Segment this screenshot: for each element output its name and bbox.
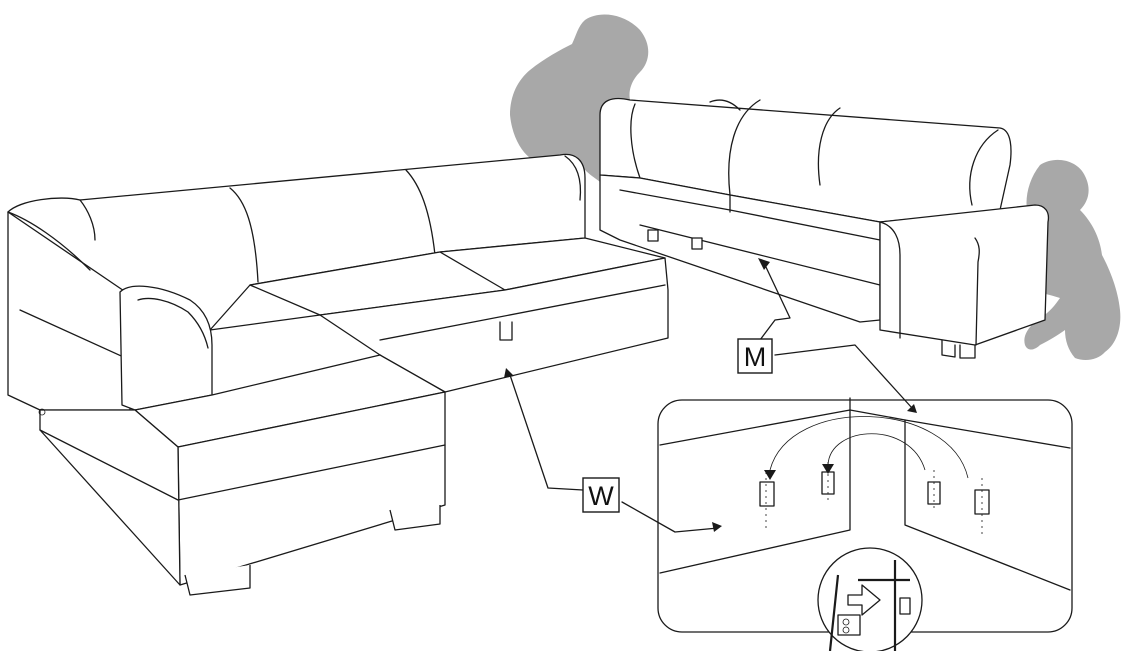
label-m: M xyxy=(738,339,772,373)
connector-bracket-icon xyxy=(648,230,658,241)
magnifier-detail xyxy=(818,548,922,651)
label-w: W xyxy=(583,478,619,512)
connector-detail-inset xyxy=(658,398,1072,651)
label-m-text: M xyxy=(744,342,767,372)
label-w-text: W xyxy=(588,481,614,511)
module-w-sofa xyxy=(8,154,668,595)
connector-bracket-icon xyxy=(692,238,702,249)
connector-bracket-icon xyxy=(760,482,774,506)
